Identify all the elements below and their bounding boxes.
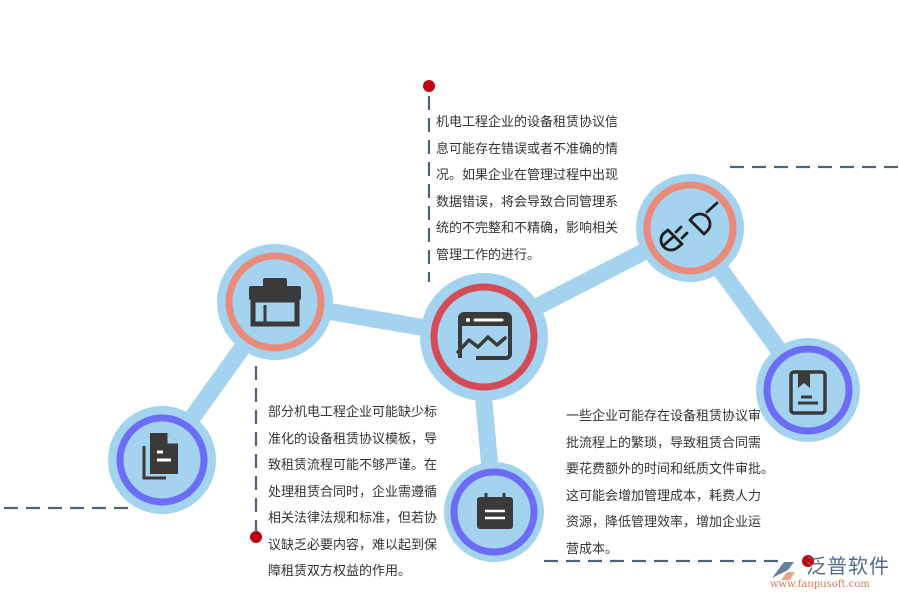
node-bookmark-book <box>756 338 860 442</box>
callout-line: 管理工作的进行。 <box>436 247 541 263</box>
toolbox-icon <box>249 278 301 327</box>
callout-dot-top <box>423 80 435 92</box>
callout-line: 况。如果企业在管理过程中出现 <box>436 168 619 183</box>
documents-icon <box>142 433 178 480</box>
callout-missing-templates: 部分机电工程企业可能缺少标 准化的设备租赁协议模板，导 致租赁流程可能不够严谨。… <box>268 400 437 586</box>
calendar-icon <box>477 493 513 529</box>
fanpu-logo: 泛普软件 www.fanpusoft.com <box>770 550 895 595</box>
dashed-guides <box>4 96 900 563</box>
logo-mark <box>772 555 814 580</box>
node-plug <box>636 174 744 282</box>
node-browser-chart <box>420 273 548 401</box>
callout-data-errors: 机电工程企业的设备租赁协议信 息可能存在错误或者不准确的情 况。如果企业在管理过… <box>436 110 618 269</box>
callout-line: 相关法律法规和标准，但若协 <box>268 511 438 526</box>
callout-line: 处理租赁合同时，企业需遵循 <box>268 484 438 500</box>
callout-line: 这可能会增加管理成本，耗费人力 <box>566 488 762 504</box>
callout-line: 致租赁流程可能不够严谨。在 <box>268 458 438 473</box>
callout-approval-process: 一些企业可能存在设备租赁协议审 批流程上的繁琐，导致租赁合同需 要花费额外的时间… <box>566 404 774 563</box>
logo-url: www.fanpusoft.com <box>770 579 870 590</box>
callout-line: 机电工程企业的设备租赁协议信 <box>436 115 619 130</box>
callout-line: 营成本。 <box>566 541 619 557</box>
callout-line: 统的不完整和不精确，影响相关 <box>436 221 619 236</box>
callout-line: 部分机电工程企业可能缺少标 <box>268 405 438 420</box>
node-calendar <box>444 462 544 562</box>
callout-line: 批流程上的繁琐，导致租赁合同需 <box>566 435 762 451</box>
bookmark-book-icon <box>789 370 827 415</box>
callout-line: 障租赁双方权益的作用。 <box>268 564 412 579</box>
callout-line: 准化的设备租赁协议模板，导 <box>268 431 438 447</box>
callout-line: 数据错误，将会导致合同管理系 <box>436 194 619 210</box>
callout-line: 议缺乏必要内容，难以起到保 <box>268 537 438 553</box>
node-toolbox <box>217 244 333 360</box>
callout-line: 资源，降低管理效率，增加企业运 <box>566 515 762 530</box>
callout-line: 要花费额外的时间和纸质文件审批。 <box>566 462 775 477</box>
callout-line: 息可能存在错误或者不准确的情 <box>436 141 619 157</box>
browser-chart-icon <box>456 312 512 360</box>
callout-dot-bottom-left <box>250 531 262 543</box>
callout-line: 一些企业可能存在设备租赁协议审 <box>566 409 762 424</box>
logo-name: 泛普软件 <box>806 554 890 578</box>
plug-connection-icon <box>659 201 719 252</box>
node-documents <box>108 406 216 514</box>
